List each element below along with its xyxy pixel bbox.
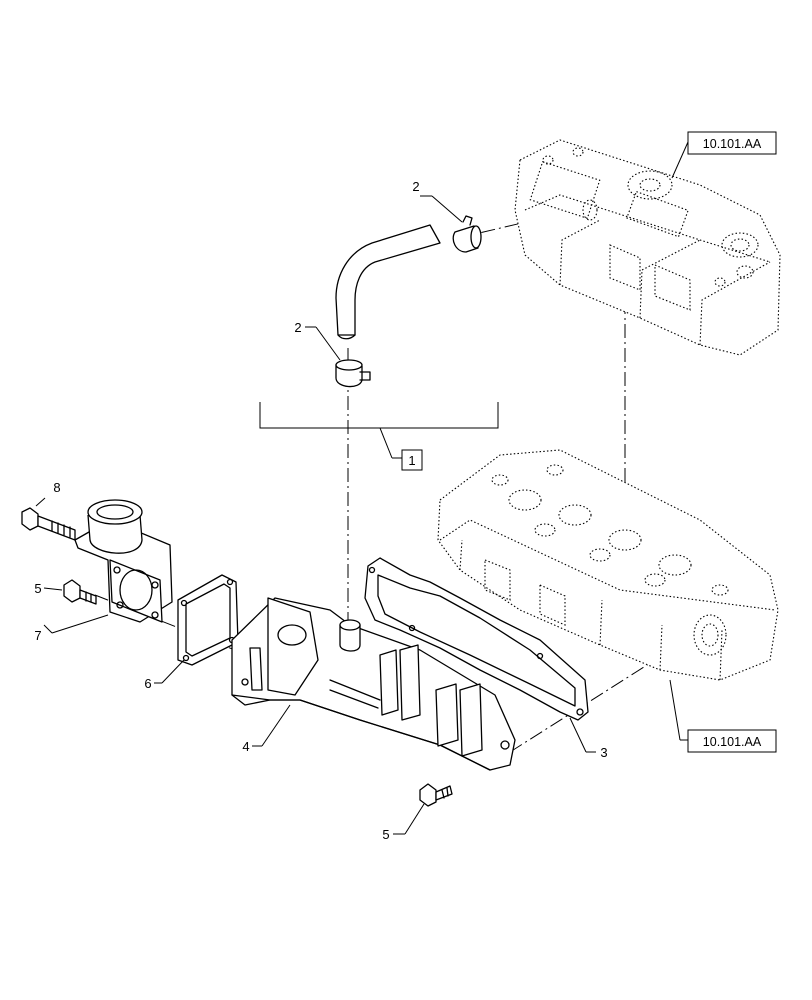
callout-3[interactable]: 3	[600, 745, 607, 760]
breather-hose	[335, 224, 441, 340]
reference-top[interactable]: 10.101.AA	[687, 131, 777, 155]
callout-5-upper[interactable]: 5	[34, 581, 41, 596]
callout-7[interactable]: 7	[34, 628, 41, 643]
callout-5-lower[interactable]: 5	[382, 827, 389, 842]
callout-box-1[interactable]: 1	[401, 449, 423, 471]
intake-manifold	[231, 597, 516, 771]
reference-bottom[interactable]: 10.101.AA	[687, 729, 777, 753]
manifold-gasket	[364, 557, 589, 721]
callout-1: 1	[408, 453, 415, 468]
bolt-long	[21, 507, 76, 541]
reference-top-label: 10.101.AA	[703, 137, 762, 151]
elbow-gasket	[177, 574, 239, 666]
callout-8[interactable]: 8	[53, 480, 60, 495]
hose-clamp-lower	[335, 359, 371, 388]
valve-cover-outline	[514, 139, 781, 356]
bolt-short-upper	[63, 579, 97, 605]
leader-lines	[35, 141, 689, 835]
callout-2-upper[interactable]: 2	[412, 179, 419, 194]
callout-2-lower[interactable]: 2	[294, 320, 301, 335]
intake-elbow	[74, 499, 173, 623]
cylinder-head-outline	[437, 449, 779, 681]
group-bracket	[259, 402, 499, 459]
hose-clamp-upper	[452, 215, 482, 253]
callouts: 2 2 8 5 7 6 4 3 5	[34, 179, 607, 842]
callout-4[interactable]: 4	[242, 739, 249, 754]
bolt-short-lower	[419, 783, 453, 807]
callout-6[interactable]: 6	[144, 676, 151, 691]
reference-bottom-label: 10.101.AA	[703, 735, 762, 749]
